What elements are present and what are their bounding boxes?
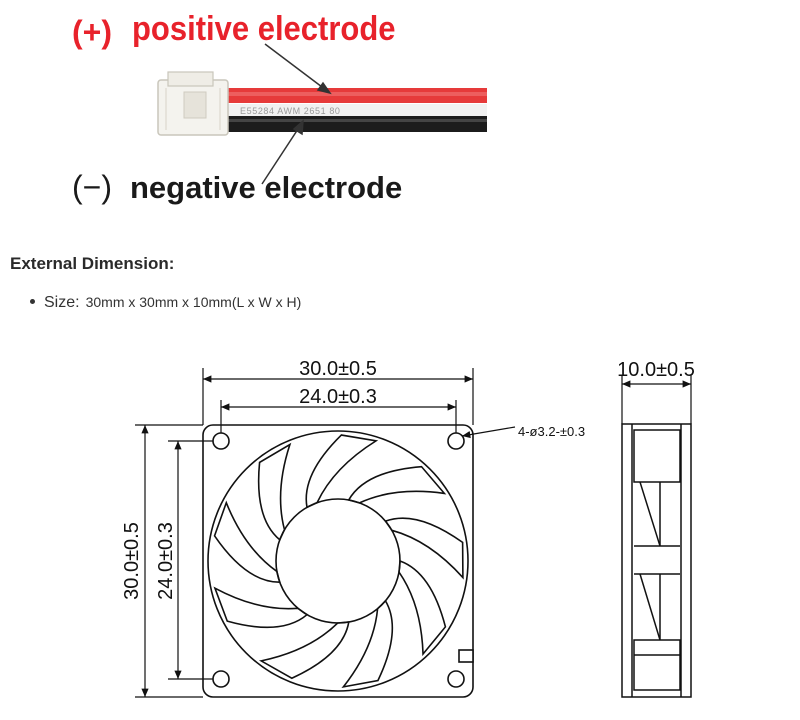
- frame-bore: [207, 430, 469, 692]
- size-value: 30mm x 30mm x 10mm(L x W x H): [85, 294, 302, 310]
- hole-spacing-width-dim: 24.0±0.3: [299, 386, 377, 408]
- fan-blade: [398, 559, 447, 657]
- cable-print: E55284 AWM 2651 80: [240, 106, 341, 116]
- fan-blade: [213, 500, 281, 584]
- fan-blade: [257, 442, 292, 542]
- fan-blade: [305, 434, 379, 509]
- thickness-dim: 10.0±0.5: [617, 359, 695, 381]
- hole-note: 4-ø3.2-±0.3: [518, 424, 585, 439]
- side-dimensions: [621, 375, 692, 424]
- fan-blade: [341, 599, 394, 689]
- fan-blades: [213, 434, 464, 689]
- fan-blade: [347, 465, 447, 504]
- fan-side-view: [621, 423, 692, 698]
- overall-height-dim: 30.0±0.5: [121, 522, 143, 600]
- size-label: Size:: [44, 294, 80, 311]
- size-list-item: Size: 30mm x 30mm x 10mm(L x W x H): [30, 294, 301, 312]
- mount-hole-tl: [212, 432, 230, 450]
- mount-hole-bl: [212, 670, 230, 688]
- positive-sign: (+): [72, 14, 112, 50]
- overall-width-dim: 30.0±0.5: [299, 358, 377, 380]
- negative-sign: (−): [72, 169, 112, 205]
- mount-hole-br: [447, 670, 465, 688]
- hole-spacing-height-dim: 24.0±0.3: [155, 522, 177, 600]
- mount-hole-tr: [447, 432, 465, 450]
- dimension-drawing: 30.0±0.5 24.0±0.3 30.0±0.5 24.0±0.3 4-ø3…: [121, 358, 695, 698]
- positive-arrow: [264, 43, 332, 95]
- negative-arrow: [261, 119, 304, 185]
- fan-blade: [384, 517, 464, 580]
- front-dimensions: [135, 368, 516, 698]
- wiring-photo: (+) positive electrode E55284 AWM 2651 8…: [72, 10, 487, 205]
- section-heading: External Dimension:: [10, 254, 175, 273]
- positive-electrode-label: positive electrode: [132, 10, 396, 48]
- wire-bundle: E55284 AWM 2651 80: [225, 88, 487, 132]
- fan-front-view: [202, 424, 474, 698]
- negative-electrode-label: negative electrode: [130, 170, 402, 205]
- bullet-dot: [30, 299, 35, 304]
- connector: [157, 71, 229, 136]
- fan-blade: [258, 621, 350, 680]
- fan-blade: [213, 586, 309, 629]
